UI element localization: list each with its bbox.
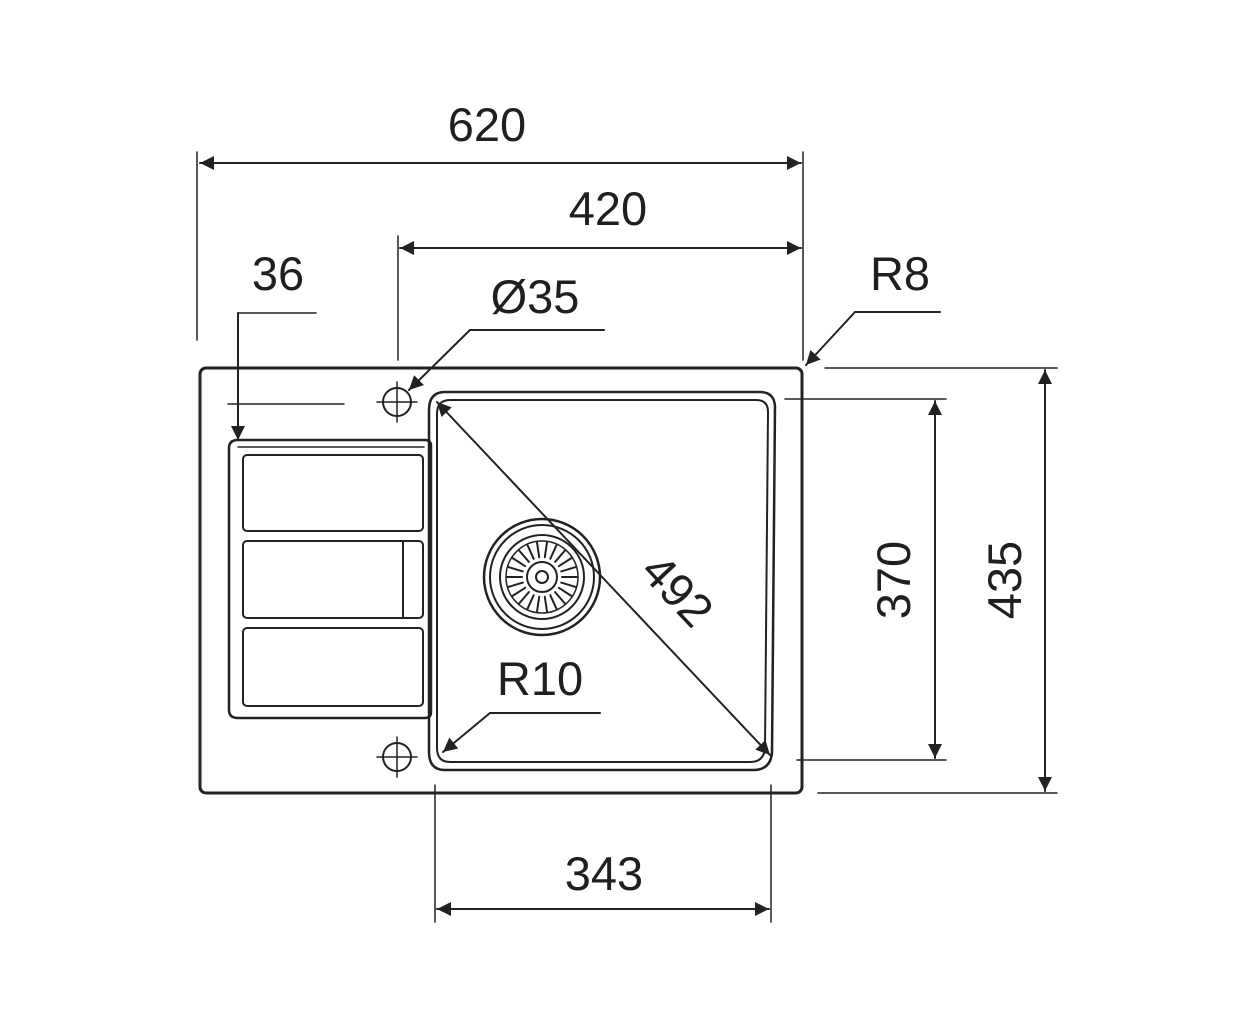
drain-slot (518, 549, 530, 563)
drain-slot (557, 586, 573, 597)
extension-lines (196, 151, 1058, 923)
drain-slot (554, 591, 566, 605)
leader-bowl-corner-radius-angle (442, 712, 491, 753)
drain-slot (518, 591, 530, 605)
label-overall-depth: 435 (978, 541, 1031, 619)
dim-line-bowl-diagonal (436, 401, 771, 756)
drain-slot (526, 594, 535, 610)
drain-slot (507, 566, 524, 573)
drain-slot (549, 594, 558, 610)
dimension-lines (199, 156, 1052, 916)
tap-hole-top (376, 381, 418, 423)
drain-slot (507, 581, 524, 588)
drain-strainer (482, 517, 602, 637)
drain-slot (554, 549, 566, 563)
drain-slot (549, 544, 558, 560)
drain-slot (560, 581, 577, 588)
drain-slot (511, 586, 527, 597)
label-bowl-corner-radius: R10 (497, 652, 583, 705)
drainer-rib-1 (242, 454, 424, 532)
drainer-rib-3 (242, 627, 424, 707)
sink-outer-rim (198, 366, 804, 795)
drain-slot (536, 595, 541, 613)
drain-slot (543, 595, 548, 613)
tap-hole-bottom (376, 736, 418, 778)
label-tap-hole-diameter: Ø35 (491, 270, 580, 323)
label-bowl-section-width: 420 (569, 182, 647, 235)
drain-slot (526, 544, 535, 560)
drain-slot (557, 557, 573, 568)
drainer-rib-2 (242, 540, 424, 619)
label-bowl-depth: 370 (867, 541, 920, 619)
label-drainer-offset: 36 (252, 247, 304, 300)
drain-strainer-slots (506, 541, 578, 613)
label-corner-radius-outer: R8 (870, 247, 930, 300)
drain-slot (511, 557, 527, 568)
label-bowl-width: 343 (565, 847, 643, 900)
sink-outline (198, 366, 804, 795)
drainer-board (227, 438, 433, 720)
leader-tap-hole-angle (408, 329, 471, 391)
drain-slot (536, 541, 541, 559)
dimension-labels: 620 420 36 Ø35 R8 492 R10 370 435 343 (252, 98, 1031, 900)
label-overall-width: 620 (448, 98, 526, 151)
drain-slot (543, 541, 548, 559)
drain-slot (560, 566, 577, 573)
leader-corner-radius-outer-angle (805, 311, 856, 366)
bowl-outer-edge (427, 390, 777, 772)
